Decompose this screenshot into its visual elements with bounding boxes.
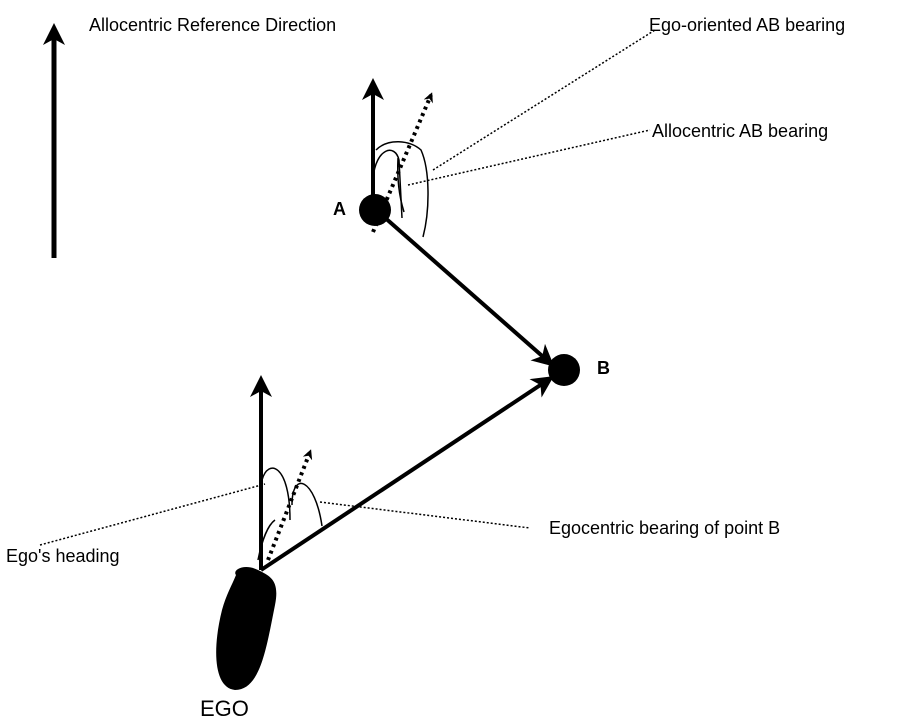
ab-vector-arrow (381, 214, 555, 367)
allocentric-arc-a (372, 141, 429, 238)
leader-lines (39, 29, 656, 546)
ego-oriented-ab-label: Ego-oriented AB bearing (649, 15, 845, 35)
ego-oriented-leader (432, 29, 656, 171)
allocentric-ab-label: Allocentric AB bearing (652, 121, 828, 141)
point-b-label: B (597, 358, 610, 378)
ego-figure (216, 567, 277, 690)
ego-to-b-arrow (259, 376, 554, 572)
point-b-dot (548, 354, 580, 386)
egos-heading-label: Ego's heading (6, 546, 120, 566)
egocentric-b-leader (319, 501, 531, 529)
ego-label: EGO (200, 696, 249, 721)
ego-bearing-arcs (257, 467, 323, 561)
allocentric-ab-leader (407, 129, 651, 186)
point-a-label: A (333, 199, 346, 219)
egos-heading-leader (39, 483, 266, 546)
egocentric-bearing-b-label: Egocentric bearing of point B (549, 518, 780, 538)
allocentric-reference-label: Allocentric Reference Direction (89, 15, 336, 35)
